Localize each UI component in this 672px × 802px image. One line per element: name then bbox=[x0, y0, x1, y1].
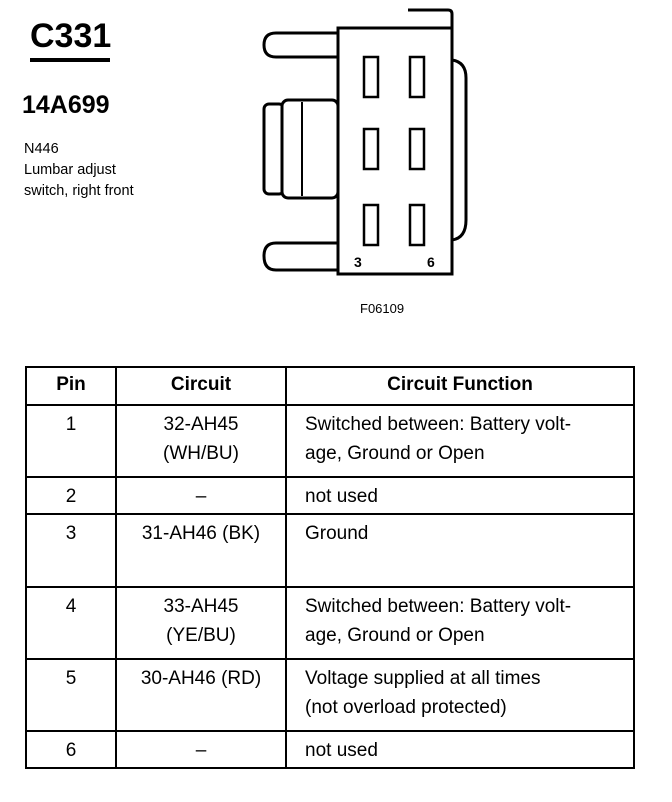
table-row: 5 30-AH46 (RD) Voltage supplied at all t… bbox=[25, 658, 635, 732]
table-row: 4 33-AH45 (YE/BU) Switched between: Batt… bbox=[25, 586, 635, 660]
right-side-bulge bbox=[451, 58, 468, 242]
function-line: not used bbox=[305, 740, 378, 761]
header-circuit: Circuit bbox=[115, 366, 287, 406]
cavity-4 bbox=[408, 55, 426, 99]
function-cell: not used bbox=[285, 730, 635, 769]
function-line: not used bbox=[305, 486, 378, 507]
description-line: switch, right front bbox=[24, 183, 134, 199]
circuit-cell: – bbox=[115, 476, 287, 515]
cavity-5 bbox=[408, 127, 426, 171]
pin-cell: 6 bbox=[25, 730, 117, 769]
circuit-line: 30-AH46 (RD) bbox=[140, 668, 262, 689]
circuit-cell: 33-AH45 (YE/BU) bbox=[115, 586, 287, 660]
table-row: 2 – not used bbox=[25, 476, 635, 515]
connector-id: C331 bbox=[30, 17, 112, 55]
pin-cell: 2 bbox=[25, 476, 117, 515]
pin-cell: 1 bbox=[25, 404, 117, 478]
function-cell: Ground bbox=[285, 513, 635, 588]
header-circuit-function: Circuit Function bbox=[285, 366, 635, 406]
pin-label-3: 3 bbox=[354, 254, 362, 270]
pin-table: Pin Circuit Circuit Function 1 32-AH45 (… bbox=[25, 366, 635, 769]
figure-code: F06109 bbox=[360, 301, 405, 316]
circuit-line: 32-AH45 bbox=[163, 414, 239, 435]
function-line: Switched between: Battery volt- bbox=[305, 596, 572, 617]
cavity-2 bbox=[362, 127, 380, 171]
circuit-cell: 31-AH46 (BK) bbox=[115, 513, 287, 588]
function-line: (not overload protected) bbox=[305, 697, 507, 718]
function-line: age, Ground or Open bbox=[305, 443, 485, 464]
circuit-line: 31-AH46 (BK) bbox=[141, 523, 261, 544]
circuit-cell: – bbox=[115, 730, 287, 769]
top-right-tab bbox=[408, 8, 454, 30]
cavity-3 bbox=[362, 203, 380, 247]
description-line: Lumbar adjust bbox=[24, 162, 116, 178]
pin-cell: 5 bbox=[25, 658, 117, 732]
table-row: 1 32-AH45 (WH/BU) Switched between: Batt… bbox=[25, 404, 635, 478]
description-line: N446 bbox=[24, 141, 59, 157]
cavity-1 bbox=[362, 55, 380, 99]
pin-cell: 4 bbox=[25, 586, 117, 660]
circuit-line: (YE/BU) bbox=[166, 625, 236, 646]
function-line: Switched between: Battery volt- bbox=[305, 414, 572, 435]
bottom-latch bbox=[262, 241, 338, 272]
connector-body bbox=[336, 26, 454, 276]
table-row: 6 – not used bbox=[25, 730, 635, 769]
cable-boot bbox=[280, 98, 340, 200]
circuit-cell: 32-AH45 (WH/BU) bbox=[115, 404, 287, 478]
table-header-row: Pin Circuit Circuit Function bbox=[25, 366, 635, 406]
pin-label-6: 6 bbox=[427, 254, 435, 270]
function-line: Voltage supplied at all times bbox=[305, 668, 541, 689]
circuit-line: – bbox=[195, 486, 207, 507]
connector-description: N446 Lumbar adjust switch, right front bbox=[24, 139, 134, 202]
function-cell: Switched between: Battery volt- age, Gro… bbox=[285, 586, 635, 660]
part-number: 14A699 bbox=[22, 91, 110, 119]
function-line: age, Ground or Open bbox=[305, 625, 485, 646]
header-pin: Pin bbox=[25, 366, 117, 406]
function-cell: Voltage supplied at all times (not overl… bbox=[285, 658, 635, 732]
function-cell: not used bbox=[285, 476, 635, 515]
pin-cell: 3 bbox=[25, 513, 117, 588]
top-latch bbox=[262, 31, 338, 59]
connector-id-underline bbox=[30, 58, 110, 62]
table-row: 3 31-AH46 (BK) Ground bbox=[25, 513, 635, 588]
function-cell: Switched between: Battery volt- age, Gro… bbox=[285, 404, 635, 478]
circuit-line: – bbox=[195, 740, 207, 761]
circuit-line: (WH/BU) bbox=[163, 443, 239, 464]
function-line: Ground bbox=[305, 523, 369, 544]
circuit-line: 33-AH45 bbox=[163, 596, 239, 617]
cavity-6 bbox=[408, 203, 426, 247]
connector-face-diagram: 3 6 bbox=[262, 8, 468, 276]
circuit-cell: 30-AH46 (RD) bbox=[115, 658, 287, 732]
